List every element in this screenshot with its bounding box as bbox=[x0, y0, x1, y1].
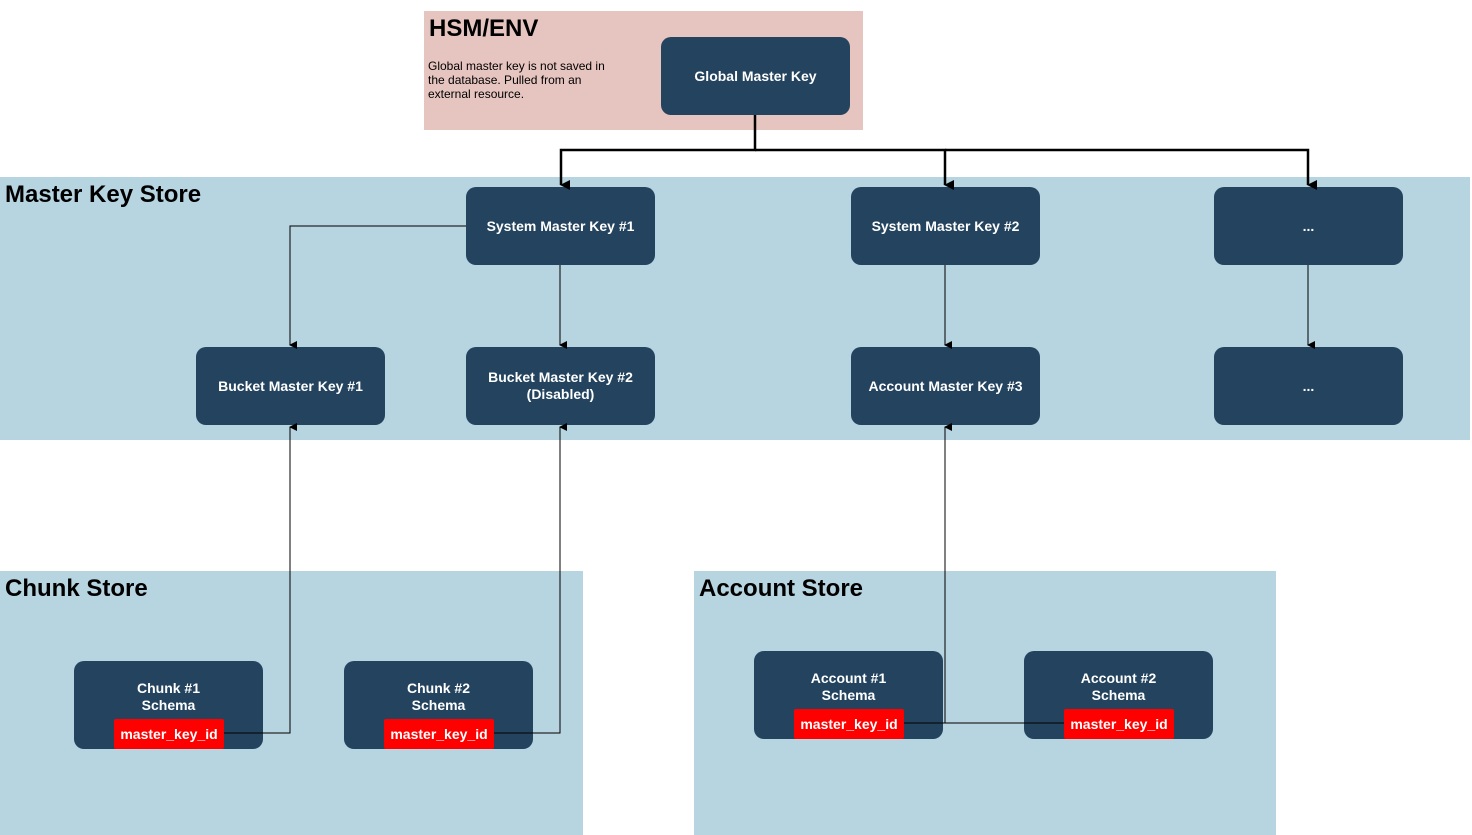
account-store-title: Account Store bbox=[699, 575, 864, 602]
chunk-1-subtitle: Schema bbox=[141, 697, 196, 713]
ellipsis-bottom-node: ... bbox=[1214, 347, 1403, 425]
ellipsis-top-node: ... bbox=[1214, 187, 1403, 265]
account-1-master-key-id-field: master_key_id bbox=[794, 709, 904, 739]
ellipsis-bottom-label: ... bbox=[1302, 377, 1315, 394]
account-master-key-3-label: Account Master Key #3 bbox=[868, 377, 1023, 394]
account-1-title: Account #1 bbox=[810, 670, 887, 686]
bucket-master-key-1-label: Bucket Master Key #1 bbox=[218, 377, 363, 394]
system-master-key-1-node: System Master Key #1 bbox=[466, 187, 655, 265]
account-1-subtitle: Schema bbox=[821, 687, 876, 703]
system-master-key-2-node: System Master Key #2 bbox=[851, 187, 1040, 265]
system-master-key-2-label: System Master Key #2 bbox=[871, 217, 1020, 234]
account-master-key-3-node: Account Master Key #3 bbox=[851, 347, 1040, 425]
ellipsis-top-label: ... bbox=[1302, 217, 1315, 234]
chunk-1-title: Chunk #1 bbox=[136, 680, 200, 696]
hsm-env-title: HSM/ENV bbox=[429, 15, 539, 42]
chunk-2-subtitle: Schema bbox=[411, 697, 466, 713]
bucket-master-key-2-label: Bucket Master Key #2 bbox=[488, 369, 633, 385]
global-master-key-label: Global Master Key bbox=[694, 67, 817, 84]
chunk-store-title: Chunk Store bbox=[5, 575, 148, 602]
master-key-store-title: Master Key Store bbox=[5, 181, 202, 208]
hsm-env-note: Global master key is not saved in the da… bbox=[428, 59, 605, 101]
account-2-subtitle: Schema bbox=[1091, 687, 1146, 703]
bucket-master-key-2-node: Bucket Master Key #2 (Disabled) bbox=[466, 347, 655, 425]
chunk-2-title: Chunk #2 bbox=[406, 680, 470, 696]
system-master-key-1-label: System Master Key #1 bbox=[486, 217, 635, 234]
chunk-2-master-key-id-field: master_key_id bbox=[384, 719, 494, 749]
account-2-master-key-id-field: master_key_id bbox=[1064, 709, 1174, 739]
account-2-title: Account #2 bbox=[1080, 670, 1157, 686]
global-master-key-node: Global Master Key bbox=[661, 37, 850, 115]
bucket-master-key-1-node: Bucket Master Key #1 bbox=[196, 347, 385, 425]
chunk-1-master-key-id-field: master_key_id bbox=[114, 719, 224, 749]
bucket-master-key-2-status: (Disabled) bbox=[526, 386, 595, 402]
